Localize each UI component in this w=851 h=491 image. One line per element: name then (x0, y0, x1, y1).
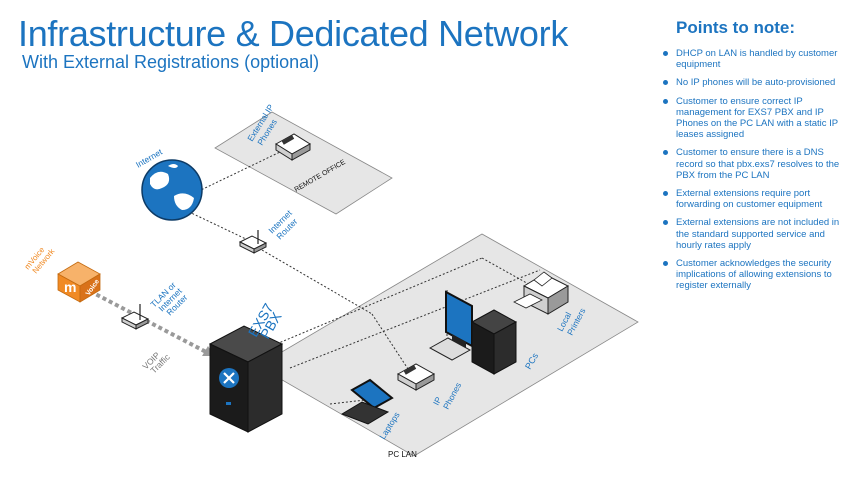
note-text: External extensions are not included in … (676, 217, 840, 251)
network-diagram: Internet External IP Phones REMOTE OFFIC… (23, 102, 639, 459)
pc-lan-label: PC LAN (388, 450, 417, 459)
note-text: External extensions require port forward… (676, 188, 823, 211)
note-text: Customer to ensure there is a DNS record… (676, 147, 840, 181)
ip-phone-icon (396, 363, 436, 391)
notes-panel: Points to note: DHCP on LAN is handled b… (652, 18, 842, 299)
page-title: Infrastructure & Dedicated Network (18, 13, 569, 54)
notes-heading: Points to note: (676, 18, 795, 37)
bullet-icon (663, 51, 668, 56)
myvoice-logo: m (57, 261, 101, 303)
page-subtitle: With External Registrations (optional) (22, 52, 320, 72)
note-item: External extensions are not included in … (652, 217, 842, 251)
note-text: Customer to ensure correct IP management… (676, 95, 838, 141)
pbx-server-icon (208, 325, 284, 433)
bullet-icon (663, 98, 668, 104)
external-phone-icon (275, 133, 311, 161)
note-text: Customer acknowledges the security impli… (676, 258, 832, 292)
bullet-icon (663, 261, 668, 267)
pc-icon (428, 290, 518, 375)
tlan-router-icon (120, 304, 150, 330)
laptop-icon (340, 378, 394, 425)
printer-icon (513, 271, 570, 315)
internet-router-icon (238, 230, 268, 254)
bullet-icon (663, 191, 668, 197)
note-item: Customer acknowledges the security impli… (652, 258, 842, 292)
svg-text:m: m (64, 279, 76, 295)
notes-list: DHCP on LAN is handled by customer equip… (652, 48, 842, 292)
bullet-icon (663, 150, 668, 156)
note-item: DHCP on LAN is handled by customer equip… (652, 48, 842, 70)
bullet-icon (663, 220, 668, 226)
note-text: DHCP on LAN is handled by customer equip… (676, 48, 838, 71)
remote-office-panel (214, 111, 393, 215)
bullet-icon (663, 80, 668, 86)
note-item: External extensions require port forward… (652, 188, 842, 210)
globe-icon (141, 159, 203, 221)
note-text: No IP phones will be auto-provisioned (676, 77, 836, 89)
note-item: Customer to ensure correct IP management… (652, 96, 842, 141)
note-item: Customer to ensure there is a DNS record… (652, 147, 842, 181)
note-item: No IP phones will be auto-provisioned (652, 77, 842, 88)
